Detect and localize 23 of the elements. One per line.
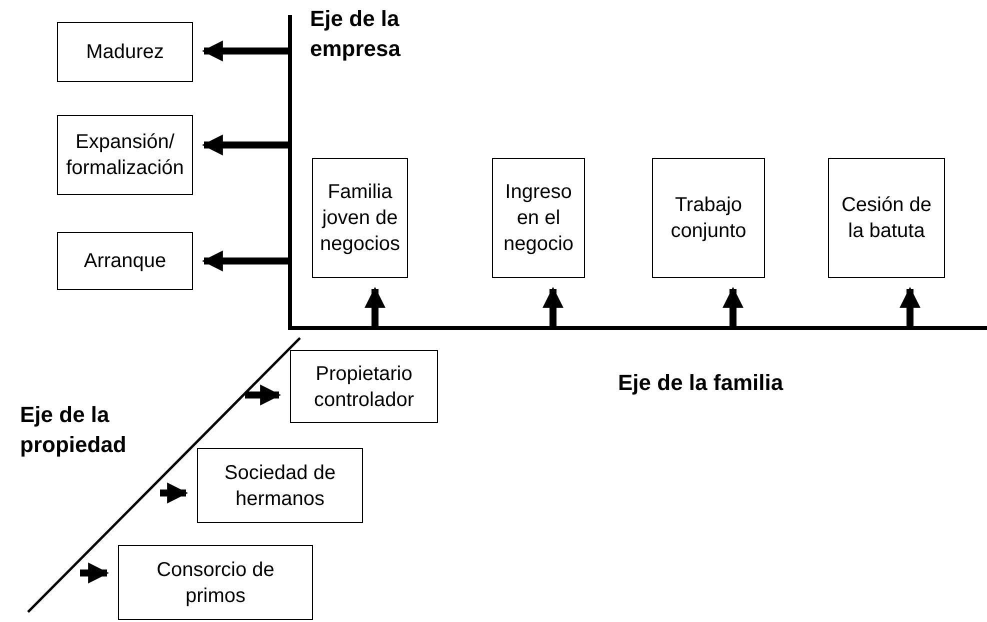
- stage-box: Ingreso en el negocio: [492, 158, 585, 278]
- arrow: [364, 286, 386, 328]
- axis-title: Eje de la propiedad: [20, 401, 128, 459]
- axis-title: Eje de la empresa: [310, 5, 402, 63]
- arrow: [202, 134, 290, 156]
- stage-box: Madurez: [57, 22, 193, 82]
- stage-box: Propietario controlador: [290, 350, 438, 423]
- arrow: [542, 286, 564, 328]
- stage-box: Sociedad de hermanos: [197, 448, 363, 523]
- stage-box: Cesión de la batuta: [828, 158, 945, 278]
- stage-box: Consorcio de primos: [118, 545, 313, 620]
- stage-box: Expansión/ formalización: [57, 115, 193, 195]
- stage-box: Arranque: [57, 232, 193, 290]
- arrow: [80, 562, 110, 584]
- axis-title: Eje de la familia: [618, 369, 784, 397]
- arrow: [160, 482, 188, 504]
- arrow: [245, 384, 282, 406]
- arrow: [202, 250, 290, 272]
- stage-box: Familia joven de negocios: [312, 158, 408, 278]
- arrow: [722, 286, 744, 328]
- arrow: [900, 286, 920, 328]
- stage-box: Trabajo conjunto: [652, 158, 765, 278]
- arrow: [202, 40, 290, 62]
